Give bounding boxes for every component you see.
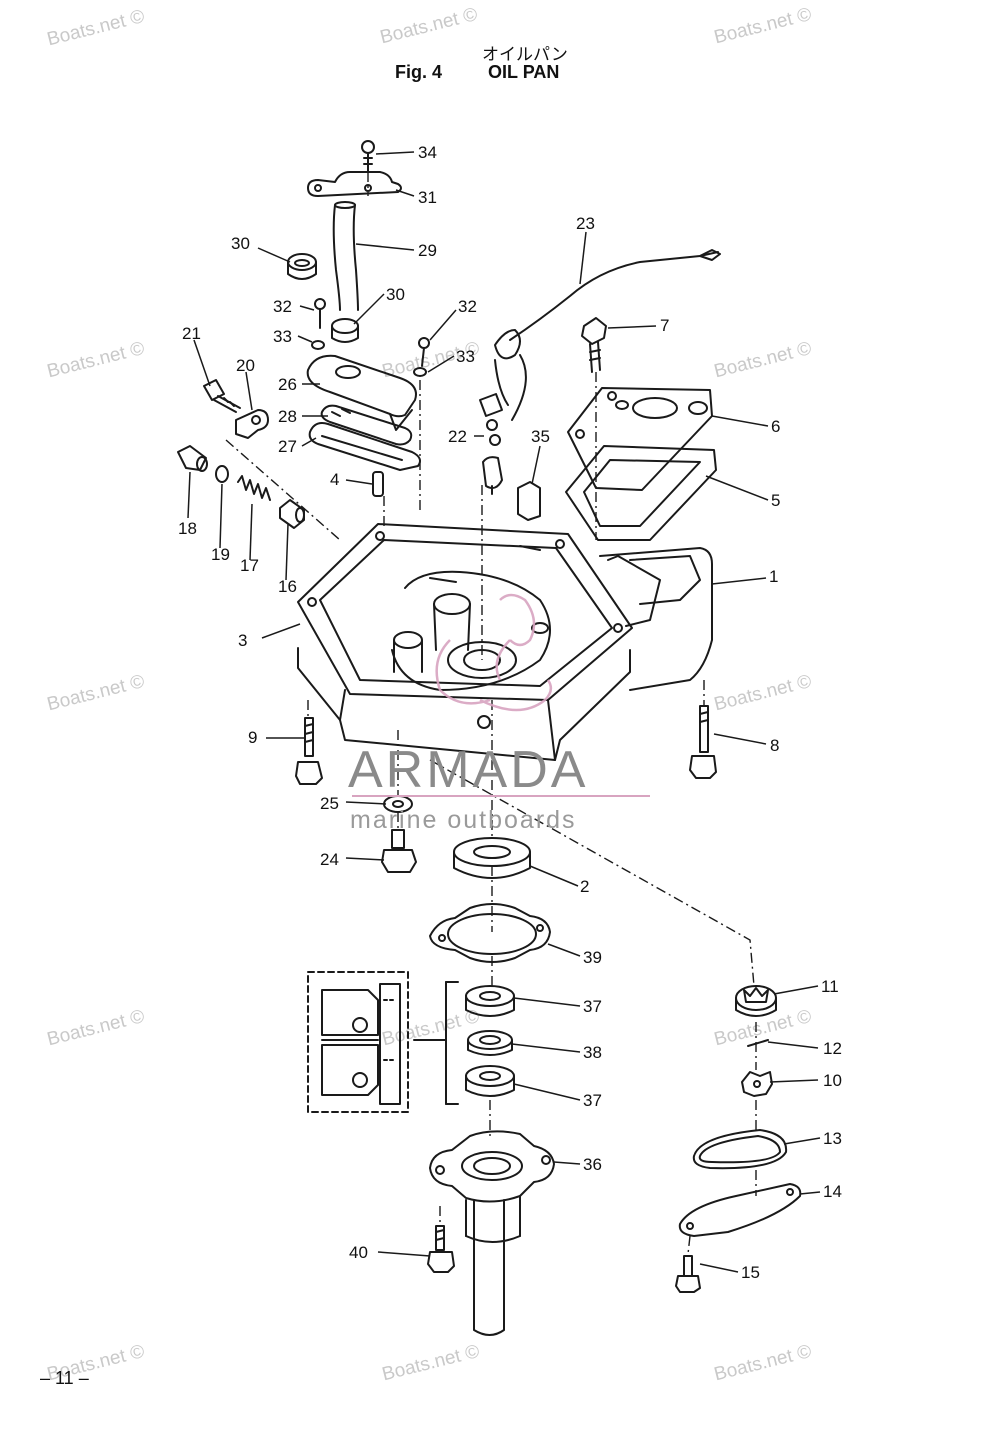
callout-19: 19 (211, 545, 230, 564)
figure-name: OIL PAN (488, 62, 560, 82)
part-33-washer-left (311, 340, 325, 350)
callout-6: 6 (771, 417, 781, 436)
callout-21: 21 (182, 324, 201, 343)
part-34-screw (361, 140, 375, 173)
part-22-switch (479, 393, 503, 495)
callout-38: 38 (583, 1043, 602, 1062)
figure-title: Fig. 4 OIL PAN (395, 62, 559, 83)
callout-12: 12 (823, 1039, 842, 1058)
callout-17: 17 (240, 556, 259, 575)
part-29-hose (332, 201, 359, 311)
callout-20: 20 (236, 356, 255, 375)
callout-23: 23 (576, 214, 595, 233)
part-16-sleeve (279, 499, 305, 529)
seal-section-detail (307, 971, 409, 1113)
callout-30: 30 (386, 285, 405, 304)
part-23-cable (494, 249, 721, 421)
callout-8: 8 (770, 736, 780, 755)
brand-logo-mark (435, 593, 553, 712)
callout-37: 37 (583, 997, 602, 1016)
callout-29: 29 (418, 241, 437, 260)
callout-16: 16 (278, 577, 297, 596)
part-40-bolt (427, 1225, 455, 1273)
brand-watermark: ARMADA (348, 741, 589, 799)
detail-bracket (413, 981, 459, 1105)
part-9-bolt (295, 717, 323, 785)
callout-39: 39 (583, 948, 602, 967)
callout-5: 5 (771, 491, 781, 510)
part-32-screw-left (314, 298, 326, 329)
callout-32: 32 (273, 297, 292, 316)
part-31-clamp (307, 171, 402, 197)
callout-25: 25 (320, 794, 339, 813)
part-30-grommet-lower (331, 318, 359, 343)
page-number: – 11 – (40, 1368, 89, 1388)
part-18-plug (177, 445, 208, 472)
part-39-gasket (429, 903, 551, 963)
part-27-base (308, 422, 421, 471)
part-26-cover (306, 354, 417, 431)
callout-26: 26 (278, 375, 297, 394)
callout-13: 13 (823, 1129, 842, 1148)
callout-33: 33 (273, 327, 292, 346)
callout-18: 18 (178, 519, 197, 538)
figure-label: Fig. 4 (395, 62, 443, 82)
part-10-inner-rotor (741, 1071, 773, 1097)
part-20-plate (235, 409, 269, 439)
part-5-gasket (565, 445, 717, 541)
part-11-outer-rotor (735, 985, 777, 1017)
part-7-bolt (581, 317, 607, 373)
callout-28: 28 (278, 407, 297, 426)
part-3-gasket (297, 523, 633, 701)
callout-37: 37 (583, 1091, 602, 1110)
callout-22: 22 (448, 427, 467, 446)
callout-33: 33 (456, 347, 475, 366)
brand-watermark-sub: marine outboards (350, 806, 577, 834)
part-8-bolt (689, 705, 717, 779)
part-32-screw-right (418, 337, 430, 367)
part-4-pin (372, 471, 384, 497)
part-36-housing (429, 1130, 555, 1336)
callout-11: 11 (821, 977, 839, 996)
part-35-clip (517, 481, 541, 521)
part-13-oring (692, 1129, 788, 1170)
part-30-grommet-upper (287, 253, 317, 280)
callout-34: 34 (418, 143, 437, 162)
callout-30: 30 (231, 234, 250, 253)
callout-14: 14 (823, 1182, 842, 1201)
title-japanese: オイルパン (482, 45, 568, 65)
part-19-oring (215, 465, 229, 483)
callout-4: 4 (330, 470, 340, 489)
callout-10: 10 (823, 1071, 842, 1090)
callout-27: 27 (278, 437, 297, 456)
part-6-plate (567, 387, 713, 491)
callout-2: 2 (580, 877, 590, 896)
callout-24: 24 (320, 850, 339, 869)
part-28-gasket (320, 404, 413, 446)
part-1-oil-pan (297, 545, 713, 761)
part-37-seal-lower (465, 1065, 515, 1097)
callout-40: 40 (349, 1243, 368, 1262)
part-38-spacer (467, 1030, 513, 1056)
callout-15: 15 (741, 1263, 760, 1282)
part-33-washer-right (413, 367, 427, 377)
part-21-bolt (203, 379, 241, 413)
callout-3: 3 (238, 631, 248, 650)
part-15-bolt (675, 1255, 701, 1293)
callout-9: 9 (248, 728, 258, 747)
part-24-drain-bolt (381, 829, 417, 873)
callout-32: 32 (458, 297, 477, 316)
callout-36: 36 (583, 1155, 602, 1174)
part-14-cover (678, 1183, 802, 1237)
callout-35: 35 (531, 427, 550, 446)
part-17-spring (237, 475, 271, 501)
callout-1: 1 (769, 567, 779, 586)
callout-7: 7 (660, 316, 670, 335)
part-12-pin (747, 1039, 769, 1047)
callout-31: 31 (418, 188, 437, 207)
part-37-seal-upper (465, 985, 515, 1017)
